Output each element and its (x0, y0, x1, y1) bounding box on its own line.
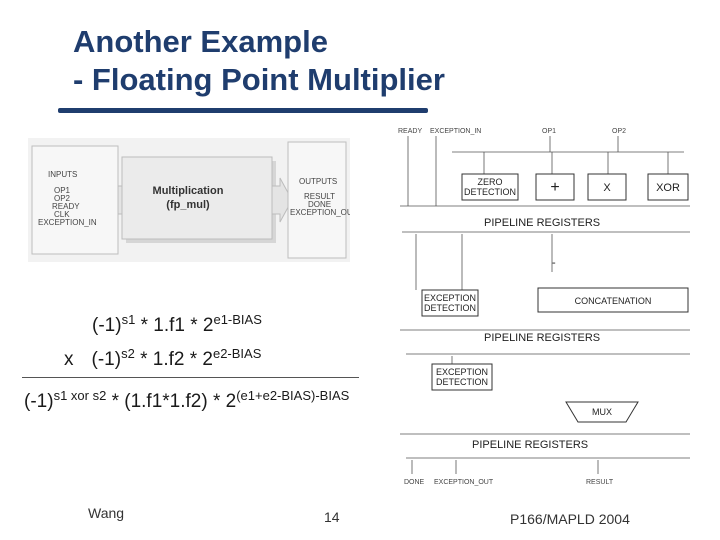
input-op1: OP1 (54, 186, 71, 195)
equation-result-sign: s1 xor s2 (53, 388, 107, 403)
equation-line-2-mid: * 1.f2 * 2 (134, 349, 213, 370)
output-arrow (271, 177, 293, 223)
equation-line-1: (-1)s1 * 1.f1 * 2e1-BIAS (92, 312, 262, 337)
pipeline-diagram: READY EXCEPTION_IN OP1 OP2 (398, 128, 690, 486)
inputs-header: INPUTS (48, 170, 77, 179)
footer-reference: P166/MAPLD 2004 (510, 511, 630, 527)
exception-detection-1-line1: EXCEPTION (424, 293, 476, 303)
pipeline-registers-2: PIPELINE REGISTERS (484, 332, 600, 344)
module-sub: (fp_mul) (166, 199, 210, 211)
outputs-box (287, 141, 347, 259)
multiplier-block (587, 173, 627, 201)
adder-block (535, 173, 575, 201)
input-op2: OP2 (54, 194, 71, 203)
inputs-box (31, 145, 119, 255)
exception-detection-2-line2: DETECTION (436, 377, 488, 387)
bottom-output-exception-out: EXCEPTION_OUT (434, 479, 494, 486)
xor-block (647, 173, 689, 201)
exception-detection-block-1 (421, 289, 479, 317)
input-clk: CLK (54, 210, 70, 219)
top-input-op1: OP1 (542, 128, 556, 135)
equation-line-2-exponent: e2-BIAS (212, 346, 262, 361)
zero-detection-line1: ZERO (477, 177, 502, 187)
module-box (121, 156, 273, 240)
module-name: Multiplication (153, 185, 224, 197)
exception-detection-2-line1: EXCEPTION (436, 367, 488, 377)
block-diagram: INPUTS OP1 OP2 READY CLK EXCEPTION_IN Mu… (28, 138, 350, 262)
input-ready: READY (52, 202, 80, 211)
equation-result-base: (-1) (24, 391, 54, 412)
xor-label: XOR (656, 182, 680, 194)
signal-lines (400, 136, 690, 474)
footer-author: Wang (88, 505, 125, 521)
multiplier-symbol: X (603, 182, 611, 194)
bottom-output-done: DONE (404, 479, 425, 486)
equation-line-1-mid: * 1.f1 * 2 (135, 315, 214, 336)
mux-label: MUX (592, 407, 612, 417)
equation-line-2-base: (-1) (91, 349, 122, 370)
output-done: DONE (308, 200, 331, 209)
output-exception-out: EXCEPTION_OUT (290, 208, 350, 217)
input-exception-in: EXCEPTION_IN (38, 218, 97, 227)
equation-result-mid: * (1.f1*1.f2) * 2 (106, 391, 237, 412)
top-input-op2: OP2 (612, 128, 626, 135)
mux-block (565, 401, 639, 423)
equation-line-2-prefix: x (64, 349, 74, 370)
equation-line-1-exponent: e1-BIAS (213, 312, 262, 327)
bottom-output-result: RESULT (586, 479, 614, 486)
zero-detection-block (461, 173, 519, 201)
equation-line-1-sign: s1 (121, 312, 136, 327)
exception-detection-1-line2: DETECTION (424, 303, 476, 313)
slide-title-line-1: Another Example (73, 24, 328, 59)
equation-divider (22, 377, 359, 378)
adder-symbol: + (550, 179, 559, 196)
equation-line-2-sign: s2 (121, 346, 135, 361)
concatenation-block (537, 287, 689, 313)
output-result: RESULT (304, 192, 335, 201)
zero-detection-line2: DETECTION (464, 187, 516, 197)
subtract-symbol: - (552, 257, 556, 269)
equation-line-2: x (-1)s2 * 1.f2 * 2e2-BIAS (64, 346, 261, 371)
concatenation-label: CONCATENATION (575, 296, 652, 306)
slide-title-line-2: - Floating Point Multiplier (73, 62, 445, 97)
pipeline-registers-3: PIPELINE REGISTERS (472, 439, 588, 451)
outputs-header: OUTPUTS (299, 177, 337, 186)
footer-page-number: 14 (324, 509, 340, 525)
title-underline (58, 108, 428, 113)
equation-line-1-base: (-1) (92, 315, 122, 336)
exception-detection-block-2 (431, 363, 493, 391)
top-input-ready: READY (398, 128, 422, 135)
pipeline-registers-1: PIPELINE REGISTERS (484, 217, 600, 229)
equation-result-exponent: (e1+e2-BIAS)-BIAS (236, 388, 350, 403)
equation-result: (-1)s1 xor s2 * (1.f1*1.f2) * 2(e1+e2-BI… (24, 388, 349, 413)
top-input-exception-in: EXCEPTION_IN (430, 128, 481, 135)
